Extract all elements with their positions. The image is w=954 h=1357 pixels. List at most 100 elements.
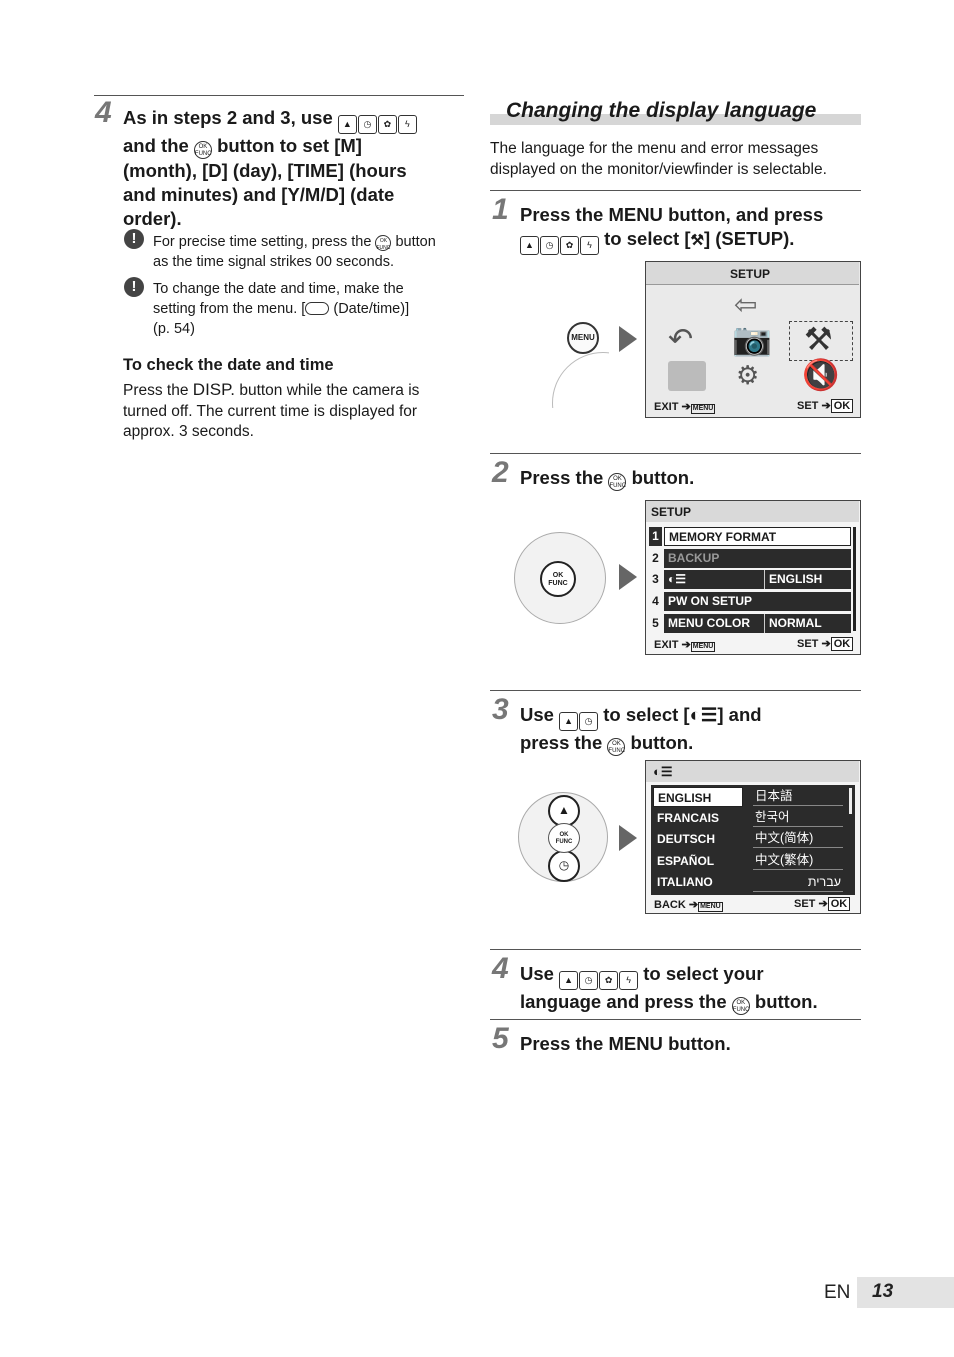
menu-button-label: MENU [608, 204, 663, 225]
step-3-number: 3 [492, 693, 509, 726]
up-down-buttons-icon: ▲◷ [559, 712, 599, 731]
arrow-right-icon [619, 564, 637, 590]
setup-screen-1: SETUP ⇦ ↶ 📷 ⚒ ⚙ 🔇 EXIT ➔MENU SET ➔OK [645, 261, 861, 418]
setup-tools-icon: ⚒ [804, 321, 833, 357]
body-text: Press the [123, 382, 189, 399]
ok-text: OK [552, 572, 564, 579]
step-text: to select [ [603, 704, 690, 725]
camera-icon: 📷 [732, 321, 772, 357]
menu-row-language[interactable]: ◐☰ENGLISH [664, 570, 851, 589]
exit-label: EXIT ➔MENU [654, 401, 716, 414]
back-label: BACK ➔MENU [654, 899, 723, 912]
step-text: Use [520, 704, 554, 725]
step-text: button, and press [668, 204, 824, 225]
step-text: button. [668, 1033, 731, 1054]
step-text: order). [123, 208, 182, 229]
scrollbar[interactable] [853, 527, 856, 631]
note-text: For precise time setting, press the [153, 234, 372, 250]
menu-row-pw-on-setup[interactable]: PW ON SETUP [664, 592, 851, 611]
set-text: SET [797, 638, 819, 650]
body-text: turned off. The current time is displaye… [123, 402, 418, 420]
playback-icon [668, 361, 706, 391]
arrow-right-icon [619, 326, 637, 352]
language-option-espanol[interactable]: ESPAÑOL [653, 851, 743, 871]
step-5-text: Press the MENU button. [520, 1032, 865, 1056]
row-number: 5 [652, 616, 659, 630]
step-text: language and press the [520, 991, 727, 1012]
language-option-italiano[interactable]: ITALIANO [653, 872, 743, 892]
page-number-tab [857, 1277, 954, 1308]
menu-box: MENU [690, 642, 716, 652]
screen-title: SETUP [730, 267, 771, 281]
scrollbar[interactable] [849, 788, 852, 814]
row-number: 3 [652, 572, 659, 586]
row-label: MENU COLOR [668, 616, 750, 630]
language-option-chinese-simplified[interactable]: 中文(简体) [753, 828, 843, 848]
caution-icon: ! [124, 229, 144, 249]
language-icon: ◐☰ [689, 704, 718, 725]
language-option-english[interactable]: ENGLISH [653, 787, 743, 807]
divider [490, 949, 861, 950]
func-text: FUNC [555, 839, 573, 845]
body-text: button while the camera is [239, 382, 420, 399]
language-screen: ◐☰ ENGLISH FRANCAIS DEUTSCH ESPAÑOL ITAL… [645, 760, 861, 914]
language-option-deutsch[interactable]: DEUTSCH [653, 829, 743, 849]
menu-row-memory-format[interactable]: MEMORY FORMAT [664, 527, 851, 546]
step-text: (month), [D] (day), [TIME] (hours [123, 160, 407, 181]
language-option-japanese[interactable]: 日本語 [753, 786, 843, 806]
language-icon: ◐☰ [653, 764, 673, 779]
step-text: to select your [643, 963, 764, 984]
step-text: button. [631, 467, 695, 488]
step-text: Press the [520, 204, 604, 225]
note-text: setting from the menu. [ [153, 301, 306, 317]
step-4-number: 4 [492, 952, 509, 985]
note-text: To change the date and time, make the [153, 281, 404, 297]
page-number: 13 [872, 1281, 894, 1302]
set-label: SET ➔OK [794, 897, 851, 911]
language-option-chinese-traditional[interactable]: 中文(繁体) [753, 850, 843, 870]
language-option-francais[interactable]: FRANCAIS [653, 808, 743, 828]
screen-title: SETUP [651, 505, 692, 519]
language-option-korean[interactable]: 한국어 [753, 807, 843, 827]
step-1-text: Press the MENU button, and press ▲◷✿ϟ to… [520, 203, 865, 255]
title-bar [646, 761, 859, 782]
arrow-buttons-icon: ▲◷✿ϟ [337, 115, 417, 134]
row-number: 1 [649, 527, 662, 546]
disp-button-label: DISP. [192, 380, 236, 399]
note-text: (Date/time)] [333, 301, 410, 317]
step-text: and the [123, 135, 189, 156]
menu-row-backup[interactable]: BACKUP [664, 549, 851, 568]
arrow-right-icon [619, 825, 637, 851]
up-button-icon: ▲ [548, 795, 580, 827]
step-1-number: 1 [492, 193, 509, 226]
step-5-number: 5 [492, 1022, 509, 1055]
step-text: ] and [717, 704, 762, 725]
step-text: and minutes) and [Y/M/D] (date [123, 184, 395, 205]
language-option-hebrew[interactable]: עברית [753, 872, 843, 892]
body-text: The language for the menu and error mess… [490, 140, 819, 157]
divider [490, 1019, 861, 1020]
down-button-icon: ◷ [548, 850, 580, 882]
step-text: button to set [M] [217, 135, 362, 156]
step-text: Press the [520, 1033, 604, 1054]
step-2-number: 2 [492, 456, 509, 489]
exit-text: EXIT [654, 401, 679, 413]
caution-icon: ! [124, 277, 144, 297]
section-title-bar [490, 114, 861, 125]
divider [490, 690, 861, 691]
note-2: To change the date and time, make the se… [153, 279, 468, 339]
step-text: button. [630, 732, 694, 753]
step-4-text: Use ▲◷✿ϟ to select your language and pre… [520, 962, 865, 1015]
ok-text: OK [559, 832, 569, 838]
step-text: Use [520, 963, 554, 984]
note-text: (p. 54) [153, 321, 195, 337]
step-4-number: 4 [95, 96, 112, 129]
left-top-rule [94, 95, 464, 96]
set-text: SET [794, 898, 816, 910]
step-text: press the [520, 732, 603, 753]
